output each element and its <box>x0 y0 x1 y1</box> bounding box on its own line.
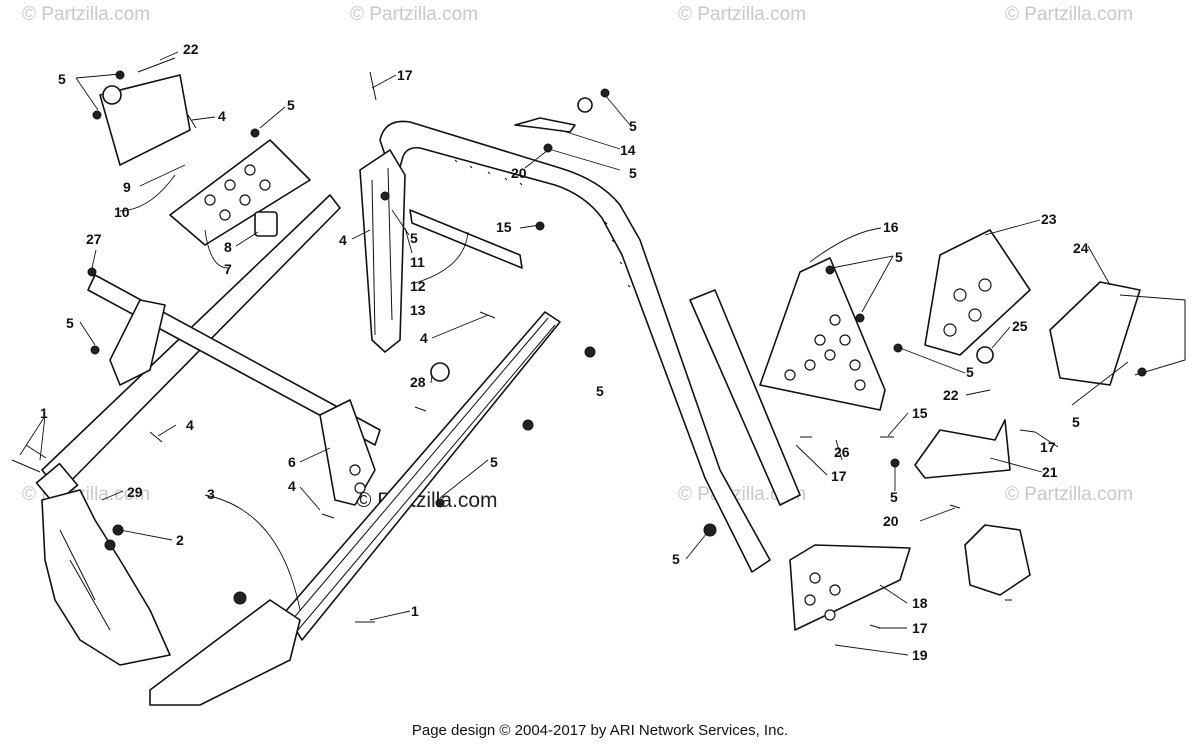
strap <box>409 209 523 269</box>
callout-13: 13 <box>410 302 426 318</box>
callout-29: 29 <box>127 484 143 500</box>
callout-17: 17 <box>1040 439 1056 455</box>
callout-19: 19 <box>912 647 928 663</box>
side-bar <box>689 289 801 506</box>
callout-5: 5 <box>966 364 974 380</box>
callout-5: 5 <box>1072 414 1080 430</box>
callout-5: 5 <box>490 454 498 470</box>
fasteners <box>11 70 1147 629</box>
chassis-foot <box>149 599 301 706</box>
lower-rail <box>284 311 561 641</box>
battery-box <box>99 74 191 166</box>
callouts: 22 5 4 5 9 10 8 7 27 5 1 4 29 2 3 6 4 1 … <box>40 41 1089 663</box>
callout-17: 17 <box>912 620 928 636</box>
callout-4: 4 <box>186 417 194 433</box>
callout-27: 27 <box>86 231 102 247</box>
bracket-lower <box>914 419 1011 479</box>
callout-26: 26 <box>834 444 850 460</box>
callout-4: 4 <box>420 330 428 346</box>
callout-14: 14 <box>620 142 636 158</box>
callout-22: 22 <box>183 41 199 57</box>
callout-2: 2 <box>176 532 184 548</box>
callout-15: 15 <box>496 219 512 235</box>
callout-5: 5 <box>672 551 680 567</box>
callout-5: 5 <box>66 315 74 331</box>
callout-5: 5 <box>58 71 66 87</box>
lower-plate <box>789 544 911 631</box>
callout-15: 15 <box>912 405 928 421</box>
callout-1: 1 <box>40 405 48 421</box>
callout-12: 12 <box>410 278 426 294</box>
relay <box>254 211 278 237</box>
callout-25: 25 <box>1012 318 1028 334</box>
callout-24: 24 <box>1073 240 1089 256</box>
callout-8: 8 <box>224 239 232 255</box>
callout-16: 16 <box>883 219 899 235</box>
control-box <box>1049 281 1141 386</box>
callout-28: 28 <box>410 374 426 390</box>
callout-5: 5 <box>629 165 637 181</box>
frame-tube-holes <box>454 159 631 288</box>
hook-bracket <box>514 117 576 133</box>
callout-17: 17 <box>397 67 413 83</box>
watermark: © Partzilla.com <box>1005 4 1133 25</box>
callout-6: 6 <box>288 454 296 470</box>
mount-plate-left <box>169 139 311 246</box>
triangle-plate <box>759 257 886 411</box>
callout-1: 1 <box>411 603 419 619</box>
footer-copyright: Page design © 2004-2017 by ARI Network S… <box>411 722 789 739</box>
callout-22: 22 <box>943 387 959 403</box>
callout-5: 5 <box>287 97 295 113</box>
watermark: © Partzilla.com <box>1005 484 1133 505</box>
callout-5: 5 <box>890 489 898 505</box>
upper-right-plate <box>924 229 1031 356</box>
callout-11: 11 <box>410 254 425 270</box>
chassis-left <box>41 489 171 666</box>
callout-20: 20 <box>883 513 899 529</box>
frame-tube <box>379 120 771 573</box>
callout-5: 5 <box>629 118 637 134</box>
callout-7: 7 <box>224 261 232 277</box>
callout-20: 20 <box>511 165 527 181</box>
callout-3: 3 <box>207 486 215 502</box>
callout-10: 10 <box>114 204 130 220</box>
callout-23: 23 <box>1041 211 1057 227</box>
leader-lines <box>19 51 1129 656</box>
watermark: © Partzilla.com <box>350 4 478 25</box>
clamp <box>430 362 450 382</box>
callout-4: 4 <box>339 232 347 248</box>
spring <box>137 57 176 73</box>
upright-channel <box>359 149 406 353</box>
part-drawings <box>11 57 1186 706</box>
watermark: © Partzilla.com <box>678 4 806 25</box>
watermark: © Partzilla.com <box>22 4 150 25</box>
support-bracket-left <box>109 299 166 386</box>
callout-5: 5 <box>596 383 604 399</box>
callout-18: 18 <box>912 595 928 611</box>
callout-17: 17 <box>831 468 847 484</box>
callout-21: 21 <box>1042 464 1058 480</box>
callout-4: 4 <box>288 478 296 494</box>
valve-assembly <box>964 524 1031 596</box>
callout-5: 5 <box>410 230 418 246</box>
callout-9: 9 <box>123 179 131 195</box>
callout-4: 4 <box>218 108 226 124</box>
grommet <box>976 346 994 364</box>
callout-5: 5 <box>895 249 903 265</box>
